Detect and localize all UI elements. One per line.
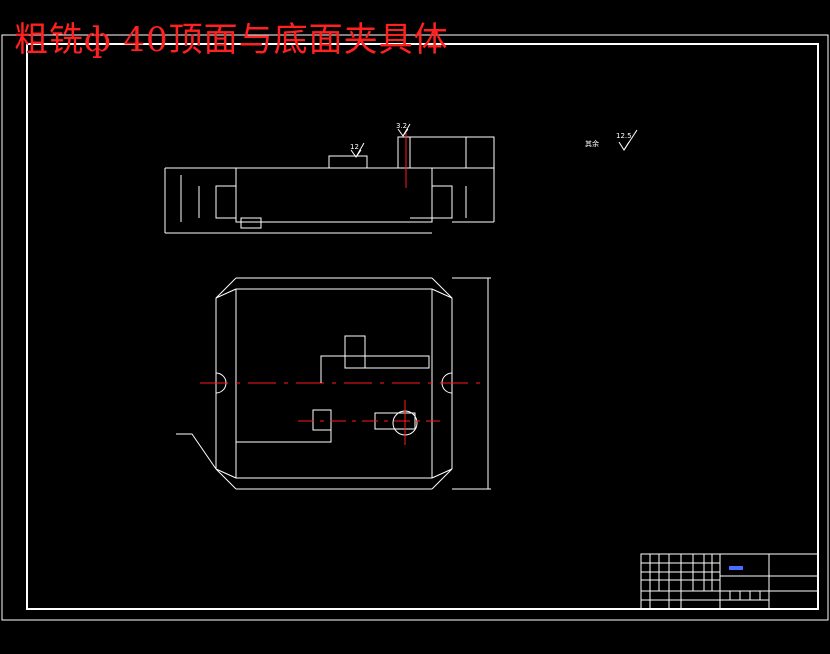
roughness-right-value: 3.2 [396, 122, 407, 130]
front-view: 12 3.2 [164, 122, 495, 234]
roughness-other-value: 12.5 [616, 132, 632, 140]
top-view [176, 277, 491, 490]
general-roughness-note: 其余 12.5 [585, 129, 638, 151]
outer-border [1, 34, 829, 621]
drawing-title: 粗铣ф 40顶面与底面夹具体 [14, 20, 449, 60]
title-block-accent [729, 566, 743, 570]
title-block [640, 553, 819, 610]
roughness-other-label: 其余 [585, 139, 599, 148]
roughness-top-value: 12 [350, 143, 359, 151]
inner-border [26, 43, 819, 610]
